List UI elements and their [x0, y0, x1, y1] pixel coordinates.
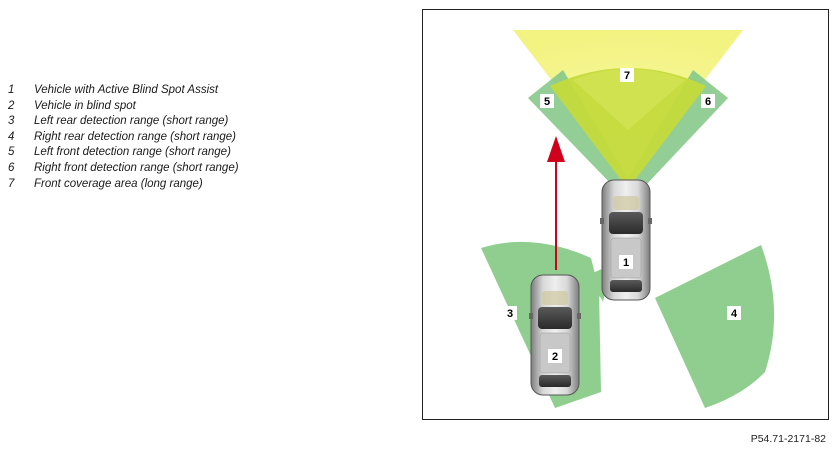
svg-text:6: 6 [705, 96, 711, 108]
legend-number: 7 [8, 177, 15, 190]
svg-text:3: 3 [507, 308, 513, 320]
legend-text: Left rear detection range (short range) [34, 115, 229, 128]
direction-arrow-head [547, 136, 565, 162]
legend-number: 5 [8, 146, 15, 159]
legend-item: 5 Left front detection range (short range… [8, 145, 239, 161]
legend-item: 4 Right rear detection range (short range… [8, 130, 239, 146]
legend-number: 2 [8, 99, 15, 112]
label-5: 5 [540, 94, 554, 108]
label-2: 2 [548, 349, 562, 363]
svg-text:1: 1 [623, 257, 629, 269]
diagram-canvas: 7 5 6 1 2 3 4 [481, 30, 775, 408]
svg-text:7: 7 [624, 70, 630, 82]
legend: 1 Vehicle with Active Blind Spot Assist 2… [8, 83, 239, 192]
legend-item: 2 Vehicle in blind spot [8, 99, 239, 115]
legend-item: 3 Left rear detection range (short range) [8, 114, 239, 130]
label-3: 3 [503, 306, 517, 320]
blind-spot-diagram: 7 5 6 1 2 3 4 [422, 9, 829, 420]
legend-number: 3 [8, 115, 15, 128]
label-1: 1 [619, 255, 633, 269]
legend-text: Left front detection range (short range) [34, 146, 231, 159]
svg-text:5: 5 [544, 96, 550, 108]
legend-text: Vehicle with Active Blind Spot Assist [34, 84, 219, 96]
legend-text: Right rear detection range (short range) [34, 130, 236, 143]
svg-text:2: 2 [552, 351, 558, 363]
zone-4-right-rear [655, 245, 775, 408]
legend-item: 1 Vehicle with Active Blind Spot Assist [8, 83, 239, 99]
svg-text:4: 4 [731, 308, 738, 320]
zone-overlap-highlight [573, 69, 685, 130]
label-7: 7 [620, 68, 634, 82]
legend-text: Front coverage area (long range) [34, 177, 203, 190]
legend-item: 6 Right front detection range (short rang… [8, 161, 239, 177]
legend-number: 4 [8, 130, 15, 143]
label-6: 6 [701, 94, 715, 108]
legend-number: 1 [8, 84, 15, 96]
legend-text: Vehicle in blind spot [34, 99, 136, 112]
figure-reference-code: P54.71-2171-82 [750, 433, 826, 445]
legend-number: 6 [8, 161, 15, 174]
vehicle-1 [600, 179, 652, 301]
legend-item: 7 Front coverage area (long range) [8, 177, 239, 193]
vehicle-2 [529, 274, 581, 396]
legend-text: Right front detection range (short range… [34, 161, 239, 174]
label-4: 4 [727, 306, 741, 320]
